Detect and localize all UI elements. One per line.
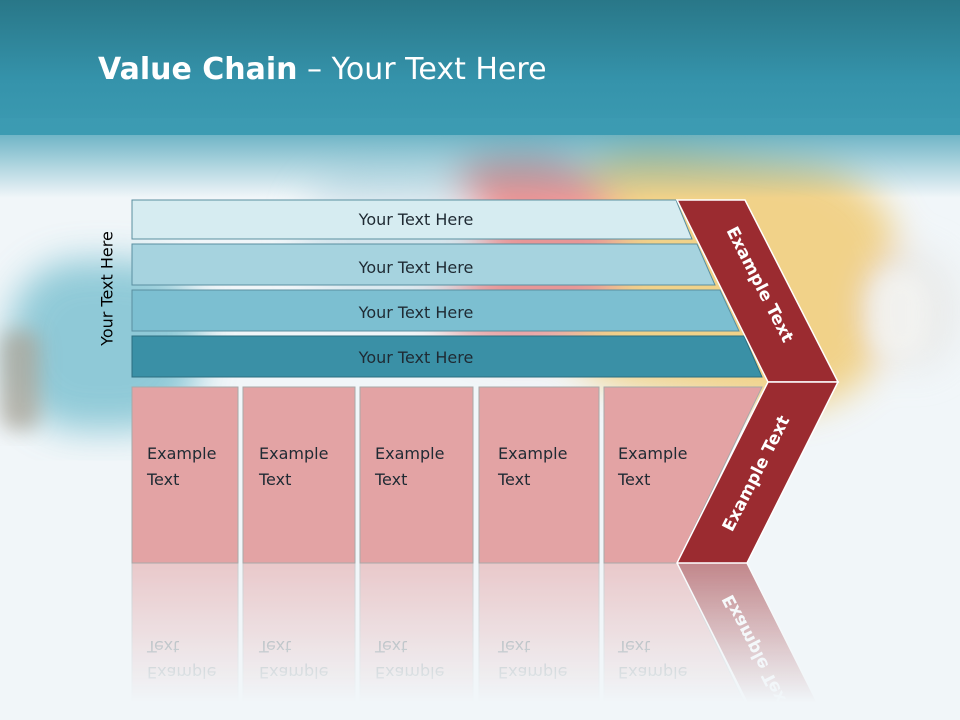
activity-4-line2: Text	[497, 470, 530, 489]
activity-box-1[interactable]	[131, 386, 239, 564]
support-rows: Your Text Here Your Text Here Your Text …	[131, 199, 763, 378]
svg-text:Text: Text	[374, 637, 407, 656]
primary-activities: Example Text Example Text Example Text E…	[131, 386, 763, 564]
svg-text:Example: Example	[259, 663, 328, 682]
support-row-3-label: Your Text Here	[358, 303, 474, 322]
support-row-2[interactable]	[131, 243, 716, 286]
support-row-2-label: Your Text Here	[358, 258, 474, 277]
activity-2-line2: Text	[258, 470, 291, 489]
activity-5-label: Example Text	[617, 444, 693, 489]
activity-box-4[interactable]	[478, 386, 600, 564]
support-row-4-label: Your Text Here	[358, 348, 474, 367]
activity-3-line2: Text	[374, 470, 407, 489]
activity-box-2[interactable]	[242, 386, 356, 564]
activity-3-line1: Example	[375, 444, 444, 463]
slide-title: Value Chain – Your Text Here	[98, 52, 547, 87]
activity-5-line1: Example	[618, 444, 687, 463]
svg-text:Example: Example	[618, 663, 687, 682]
activity-1-line2: Text	[146, 470, 179, 489]
activity-5-line2: Text	[617, 470, 650, 489]
activity-4-label: Example Text	[497, 444, 573, 489]
svg-text:Text: Text	[497, 637, 530, 656]
diagram-reflection: Example Text Example Text Example Text E…	[131, 562, 827, 720]
activity-1-label: Example Text	[146, 444, 222, 489]
svg-text:Example: Example	[375, 663, 444, 682]
header-fade	[0, 118, 960, 198]
svg-text:Example: Example	[147, 663, 216, 682]
support-row-4[interactable]	[131, 335, 763, 378]
support-row-3[interactable]	[131, 289, 740, 332]
svg-text:Text: Text	[617, 637, 650, 656]
activity-3-label: Example Text	[374, 444, 450, 489]
activity-box-3[interactable]	[359, 386, 474, 564]
activity-2-label: Example Text	[258, 444, 334, 489]
header-band	[0, 0, 960, 135]
svg-text:Text: Text	[146, 637, 179, 656]
title-bold: Value Chain	[98, 52, 298, 87]
activity-2-line1: Example	[259, 444, 328, 463]
svg-text:Text: Text	[258, 637, 291, 656]
title-rest: – Your Text Here	[297, 52, 547, 87]
support-row-1-label: Your Text Here	[358, 210, 474, 229]
svg-text:Example: Example	[498, 663, 567, 682]
activity-4-line1: Example	[498, 444, 567, 463]
activity-1-line1: Example	[147, 444, 216, 463]
support-row-1[interactable]	[131, 199, 693, 240]
